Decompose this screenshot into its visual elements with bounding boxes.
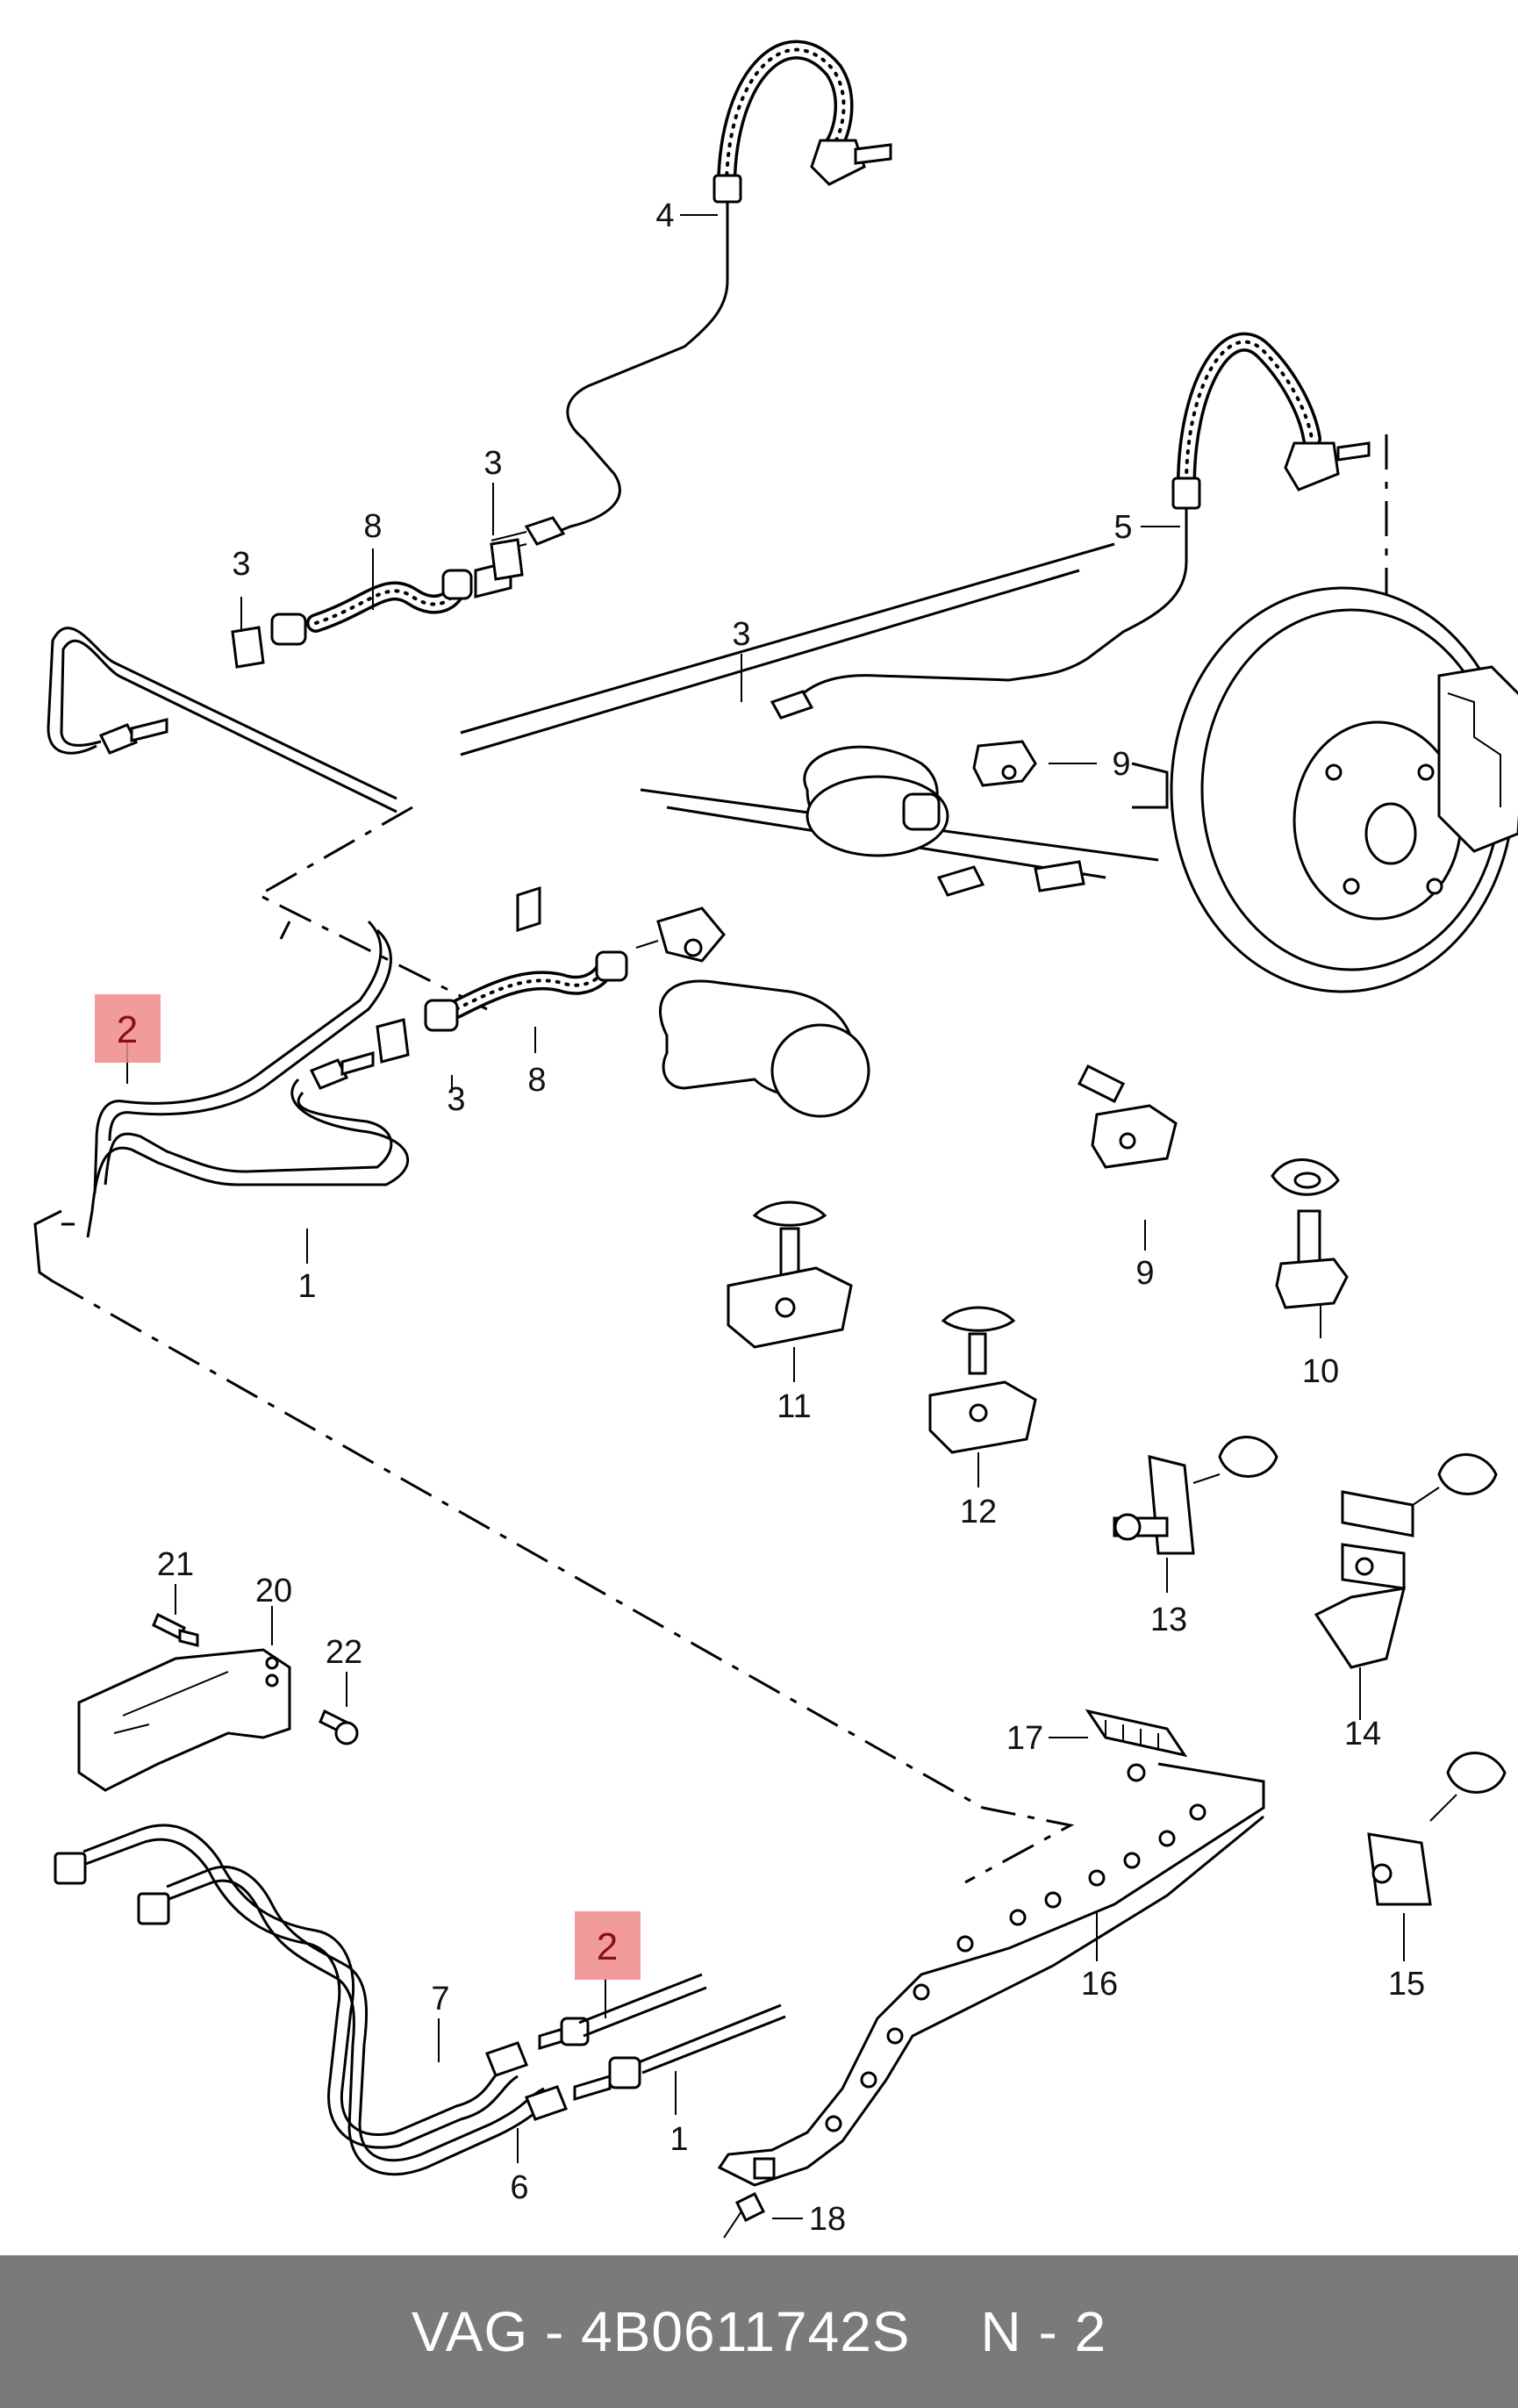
callout-14[interactable]: 14	[1344, 1716, 1381, 1752]
clip-10	[1271, 1158, 1349, 1309]
callout-3-top[interactable]: 3	[483, 445, 502, 482]
brake-line-exploded-view: 2 2 4 5 3 3 3 3 8 8 9 9 1 10 11 12 13 14…	[33, 39, 1518, 2239]
clip-9-right	[1077, 1064, 1178, 1169]
part-number-footer: VAG - 4B0611742S N - 2	[0, 2255, 1518, 2408]
clip-9-small	[972, 740, 1037, 787]
rear-axle-beam	[460, 542, 1169, 1118]
callout-21[interactable]: 21	[157, 1546, 194, 1583]
callout-1-upper[interactable]: 1	[297, 1268, 316, 1305]
brake-hose-5	[770, 332, 1388, 720]
callout-11[interactable]: 11	[777, 1388, 811, 1425]
parts-diagram: 2 2 4 5 3 3 3 3 8 8 9 9 1 10 11 12 13 14…	[33, 39, 1518, 2239]
clip-12	[928, 1306, 1037, 1454]
callout-4[interactable]: 4	[655, 197, 674, 234]
callout-15[interactable]: 15	[1388, 1966, 1425, 2003]
clip-15	[1367, 1752, 1507, 1906]
callout-2-upper[interactable]: 2	[117, 1008, 138, 1051]
brake-hose-8-upper	[231, 538, 524, 669]
callout-17[interactable]: 17	[1006, 1720, 1043, 1757]
clip-11	[727, 1200, 853, 1349]
callout-2-lower[interactable]: 2	[597, 1925, 618, 1968]
callout-3-left[interactable]: 3	[232, 546, 250, 583]
callout-9-small[interactable]: 9	[1112, 746, 1130, 783]
brake-hose-4	[490, 39, 892, 554]
brake-disc	[1170, 586, 1518, 993]
bracket-20	[77, 1612, 359, 1792]
brake-pipe-upper-left	[47, 627, 488, 1011]
brake-pipes-lower	[54, 1824, 786, 2176]
callout-3-mid[interactable]: 3	[732, 616, 750, 653]
callout-18[interactable]: 18	[809, 2201, 846, 2238]
clip-14	[1314, 1453, 1498, 1669]
callout-10[interactable]: 10	[1302, 1353, 1339, 1390]
pipe-clip-17	[1085, 1709, 1188, 1782]
brake-hose-8-lower	[376, 885, 726, 1064]
callout-6[interactable]: 6	[510, 2169, 528, 2206]
brake-pipe-1-loop	[33, 920, 1075, 1884]
mounting-bracket-16	[717, 1762, 1265, 2187]
highlight-box-2-upper	[95, 994, 161, 1063]
callout-9-right[interactable]: 9	[1135, 1255, 1154, 1292]
callout-8-lower[interactable]: 8	[527, 1062, 546, 1099]
callout-8-upper[interactable]: 8	[363, 508, 382, 545]
diagram-position-text: N - 2	[980, 2300, 1107, 2363]
clip-13	[1113, 1436, 1278, 1555]
callout-1-lower[interactable]: 1	[669, 2121, 688, 2158]
callout-13[interactable]: 13	[1150, 1602, 1187, 1638]
callout-5[interactable]: 5	[1113, 509, 1132, 546]
callout-3-lower[interactable]: 3	[447, 1081, 465, 1118]
callout-12[interactable]: 12	[960, 1494, 997, 1530]
callout-20[interactable]: 20	[255, 1573, 292, 1609]
part-number-text: VAG - 4B0611742S	[411, 2300, 911, 2363]
bolt-18	[723, 2191, 766, 2239]
highlight-box-2-lower	[575, 1911, 641, 1980]
callout-22[interactable]: 22	[326, 1634, 362, 1671]
callout-7[interactable]: 7	[431, 1981, 449, 2017]
callout-16[interactable]: 16	[1081, 1966, 1118, 2003]
